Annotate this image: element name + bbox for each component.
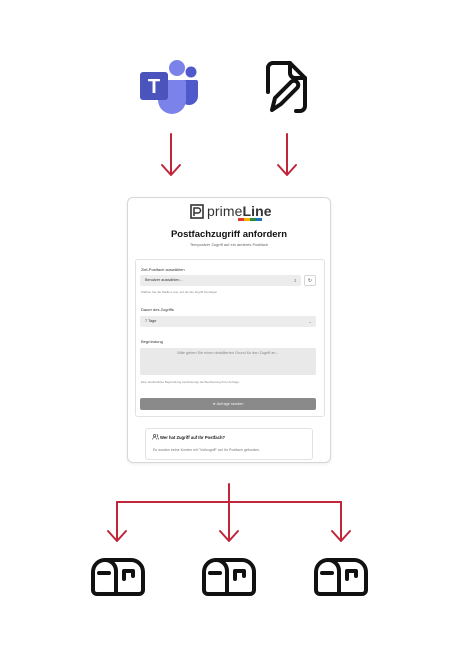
reason-hint: Eine ausführliche Begründung beschleunig… xyxy=(141,380,240,384)
reason-label: Begründung xyxy=(141,339,163,344)
mailbox-select-value: Benutzer auswählen... xyxy=(145,278,183,282)
access-request-form: primeLine Postfachzugriff anfordern Temp… xyxy=(127,197,331,463)
form-subtitle: Temporärer Zugriff auf ein anderes Postf… xyxy=(189,242,269,247)
form-body: Ziel-Postfach auswählen Benutzer auswähl… xyxy=(135,259,325,417)
duration-select[interactable]: 7 Tage ⌄ xyxy=(140,316,316,327)
mailbox-icon xyxy=(91,557,145,597)
brand-line: Line xyxy=(242,203,272,219)
info-text: Es wurden keine Konten mit "Vollzugriff"… xyxy=(153,448,260,452)
document-pen-icon xyxy=(264,60,310,114)
info-title: Wer hat Zugriff auf Ihr Postfach? xyxy=(160,435,226,440)
logo-color-bar xyxy=(238,218,262,221)
primeline-logo-mark xyxy=(190,204,204,219)
submit-label: Anfrage senden xyxy=(216,402,244,406)
refresh-icon: ↻ xyxy=(307,278,313,284)
duration-select-value: 7 Tage xyxy=(145,319,157,323)
reason-textarea[interactable]: Bitte geben Sie einen detaillierten Grun… xyxy=(140,348,316,375)
form-title: Postfachzugriff anfordern xyxy=(170,229,288,240)
users-icon xyxy=(152,434,159,440)
reason-placeholder: Bitte geben Sie einen detaillierten Grun… xyxy=(177,351,279,355)
updown-chevron-icon: ⇕ xyxy=(293,278,297,283)
duration-label: Dauer des Zugriffs xyxy=(141,307,174,312)
access-info-box: Wer hat Zugriff auf Ihr Postfach? Es wur… xyxy=(145,428,313,460)
brand-prime: prime xyxy=(207,203,243,219)
refresh-button[interactable]: ↻ xyxy=(304,275,316,286)
mailbox-select[interactable]: Benutzer auswählen... ⇕ xyxy=(140,275,301,286)
primeline-logo: primeLine xyxy=(190,204,272,224)
mailbox-icon xyxy=(314,557,368,597)
mailbox-icon xyxy=(202,557,256,597)
send-icon: ➤ xyxy=(212,402,216,406)
mailbox-label: Ziel-Postfach auswählen xyxy=(141,267,185,272)
microsoft-teams-icon: T xyxy=(138,58,200,116)
chevron-down-icon: ⌄ xyxy=(308,319,312,324)
teams-letter: T xyxy=(148,76,160,98)
submit-button[interactable]: ➤ Anfrage senden xyxy=(140,398,316,410)
mailbox-hint: Wählen Sie die Mailbox aus, auf die Sie … xyxy=(141,290,218,294)
